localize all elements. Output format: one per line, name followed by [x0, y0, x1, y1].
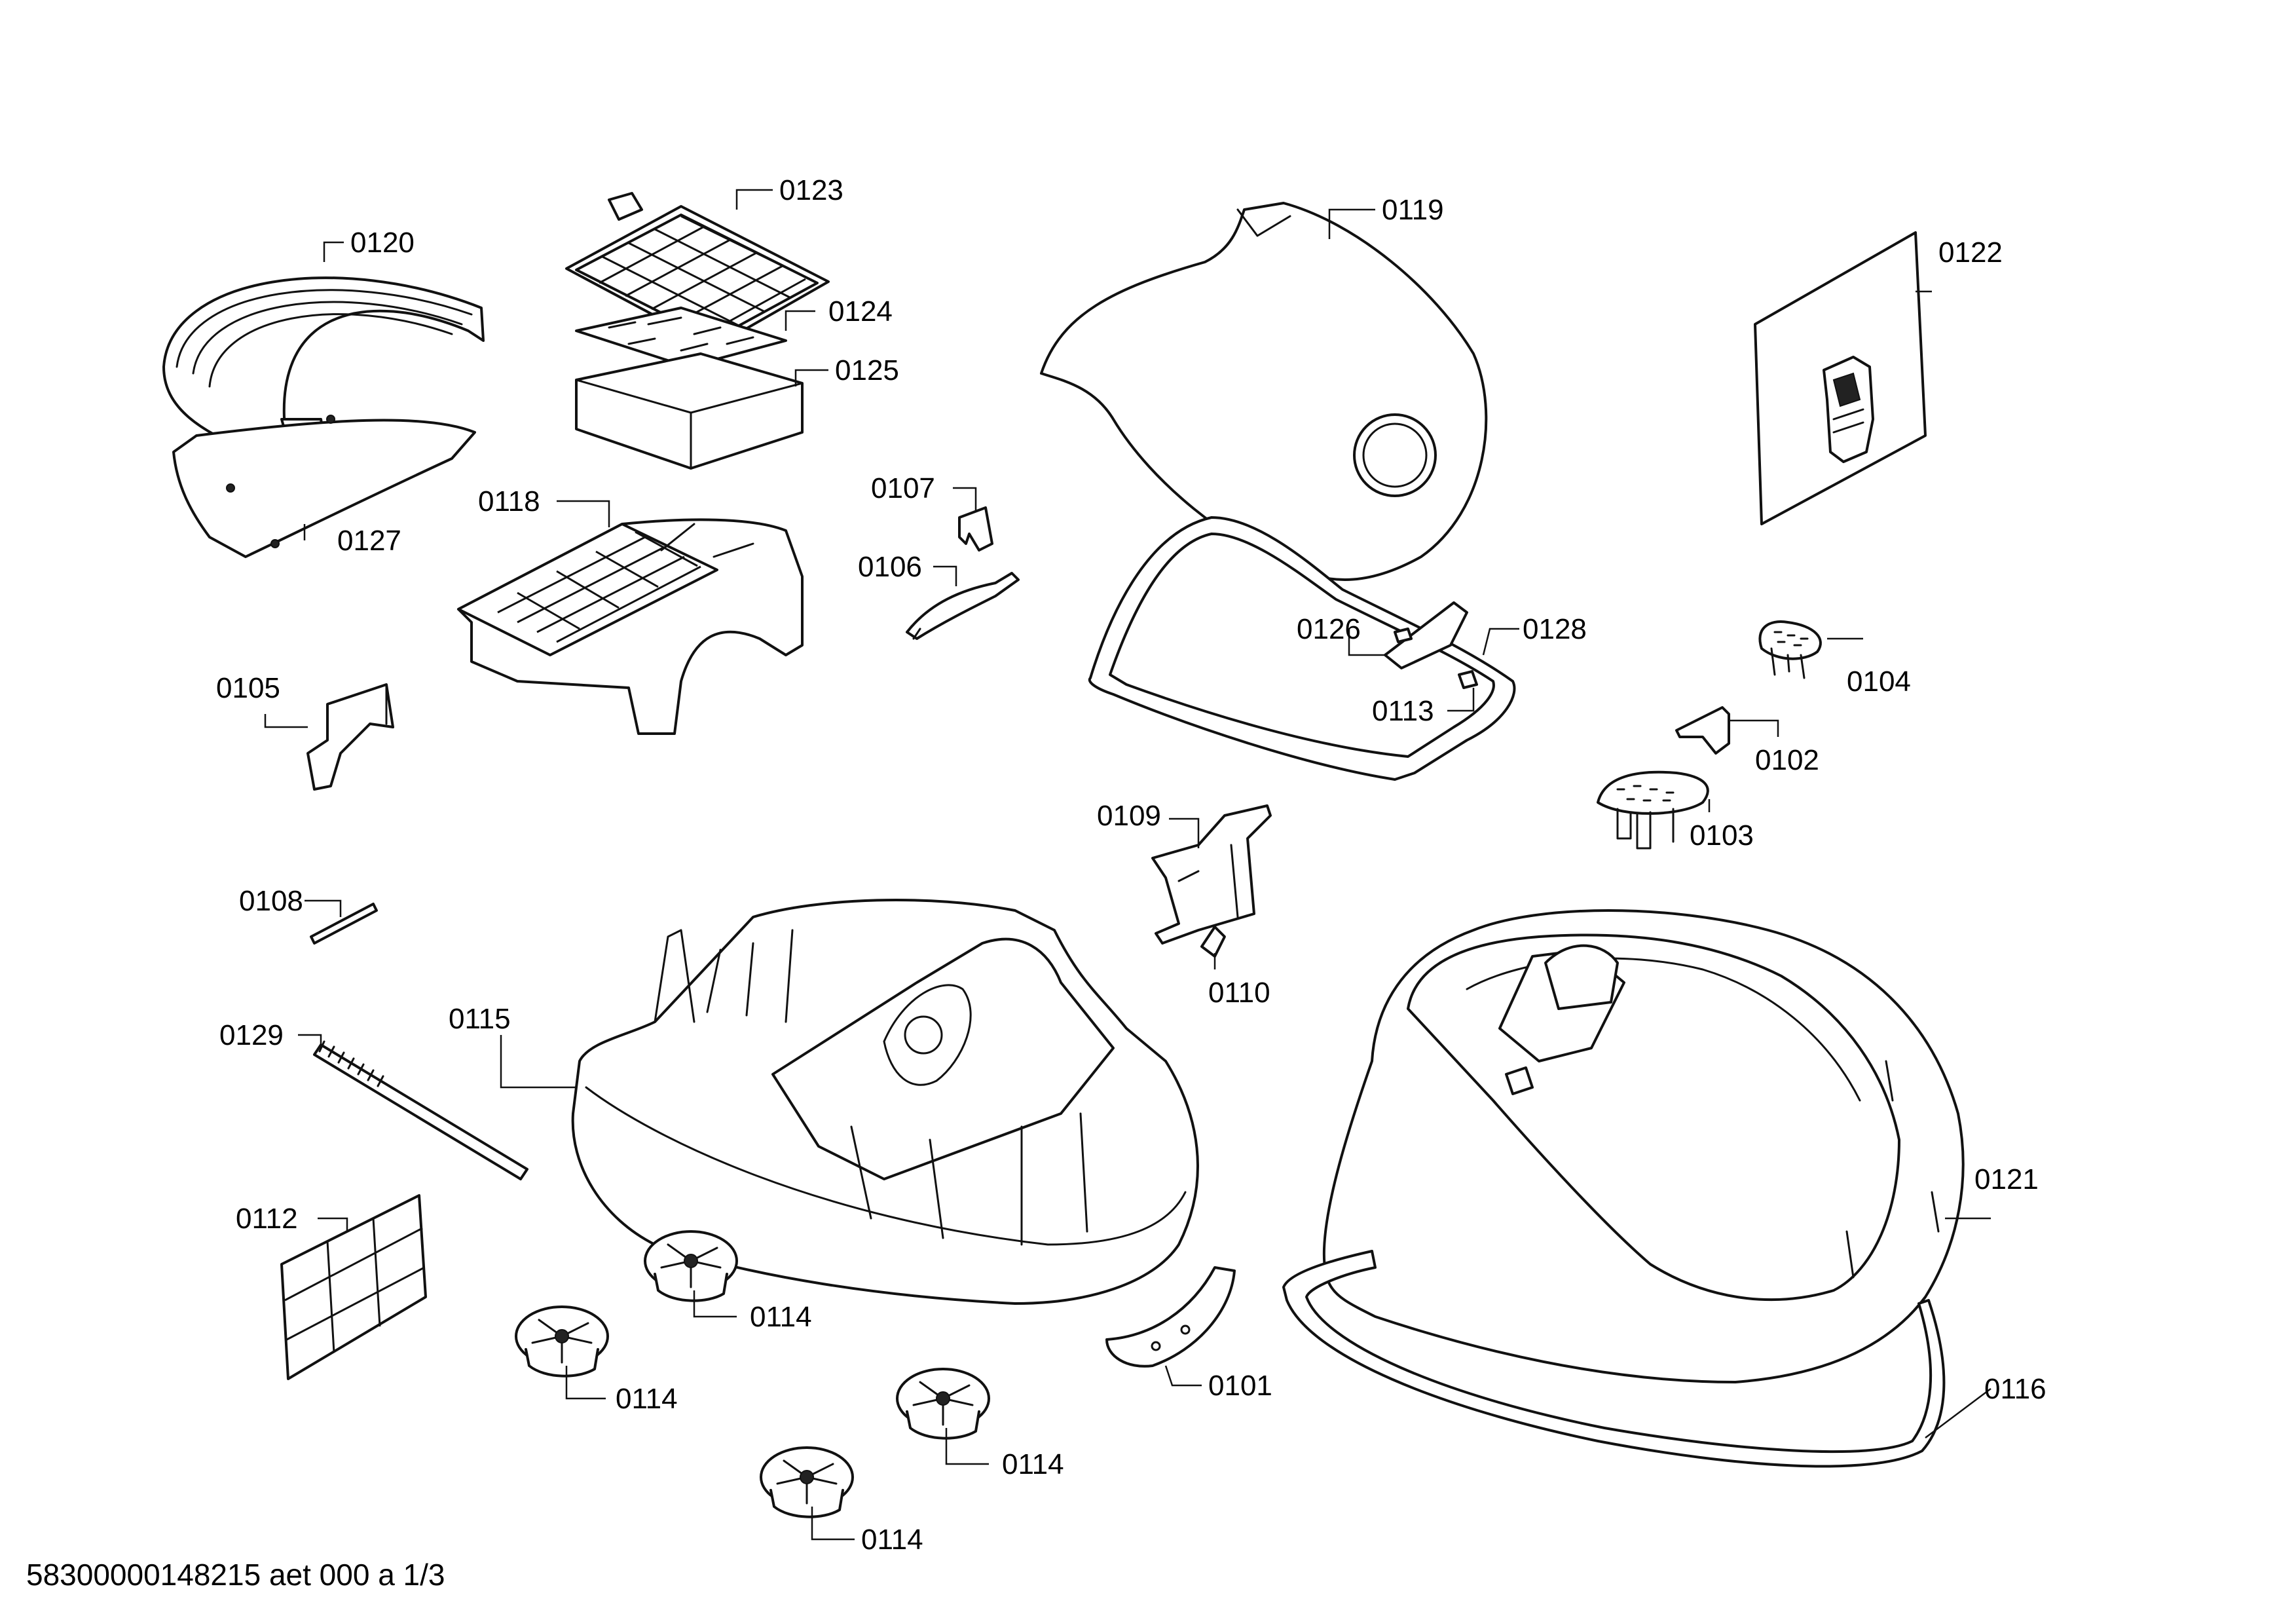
- part-0126-latch: [1384, 601, 1468, 669]
- label-0113: 0113: [1372, 695, 1434, 727]
- part-0119-top-cover: [1040, 202, 1488, 581]
- label-0114-c: 0114: [1002, 1448, 1064, 1480]
- part-0129-rod: [313, 1040, 528, 1180]
- label-0106: 0106: [858, 551, 922, 583]
- label-0112: 0112: [236, 1203, 298, 1235]
- label-0101: 0101: [1208, 1370, 1272, 1402]
- label-0105: 0105: [216, 672, 280, 704]
- part-labels: 0120 0123 0124 0125 0119 0122 0107 0118 …: [216, 174, 2046, 1556]
- part-0104-knob: [1758, 620, 1822, 679]
- label-0116: 0116: [1984, 1373, 2046, 1405]
- part-0122-dust-bag: [1754, 231, 1927, 525]
- part-0105-bracket: [306, 683, 394, 791]
- part-0108-pin: [310, 903, 378, 945]
- part-0128-frame: [1088, 516, 1516, 781]
- label-0127: 0127: [337, 525, 401, 557]
- part-0114-caster-c: [896, 1368, 990, 1440]
- label-0104: 0104: [1847, 666, 1911, 698]
- part-0121-housing-shell: [1322, 909, 1965, 1383]
- part-0125-block-filter: [575, 352, 804, 470]
- part-0114-caster-b: [515, 1305, 609, 1378]
- part-0114-caster-d: [760, 1446, 854, 1518]
- label-0123: 0123: [779, 174, 843, 206]
- part-0107-clip: [958, 506, 993, 552]
- label-0114-b: 0114: [616, 1383, 678, 1415]
- label-0126: 0126: [1297, 613, 1361, 645]
- leader-lines: [264, 189, 1991, 1541]
- label-0122: 0122: [1938, 236, 2003, 269]
- label-0107: 0107: [871, 472, 935, 504]
- part-0116-gasket: [1282, 1250, 1946, 1468]
- part-0103-knob: [1597, 770, 1709, 850]
- label-0110: 0110: [1208, 977, 1270, 1009]
- label-0119: 0119: [1382, 194, 1444, 226]
- label-0124: 0124: [828, 295, 893, 328]
- label-0109: 0109: [1097, 800, 1161, 832]
- label-0118: 0118: [478, 485, 540, 517]
- part-0118-cassette-housing: [457, 518, 804, 735]
- part-0127-plate: [172, 415, 476, 558]
- part-0102-wedge: [1675, 706, 1730, 755]
- part-0124-filter-sheet: [575, 307, 787, 368]
- label-0102: 0102: [1755, 744, 1819, 776]
- label-0128: 0128: [1523, 613, 1587, 645]
- label-0103: 0103: [1690, 819, 1754, 852]
- label-0120: 0120: [350, 227, 415, 259]
- part-0101-trim: [1105, 1266, 1236, 1368]
- label-0121: 0121: [1974, 1163, 2039, 1195]
- part-0112-grid-filter: [280, 1194, 427, 1380]
- part-0110-tab: [1200, 926, 1226, 958]
- document-id: 58300000148215 aet 000 a 1/3: [26, 1558, 445, 1592]
- label-0115: 0115: [449, 1003, 511, 1035]
- label-0125: 0125: [835, 354, 899, 386]
- label-0129: 0129: [219, 1019, 284, 1051]
- label-0108: 0108: [239, 885, 303, 917]
- part-0115-base-tub: [571, 898, 1199, 1305]
- part-0113-small-square: [1458, 670, 1478, 689]
- part-0114-caster-a: [644, 1230, 738, 1302]
- label-0114-a: 0114: [750, 1301, 812, 1333]
- part-0109-clip: [1151, 804, 1272, 945]
- label-0114-d: 0114: [861, 1524, 923, 1556]
- part-0106-lever: [906, 572, 1020, 640]
